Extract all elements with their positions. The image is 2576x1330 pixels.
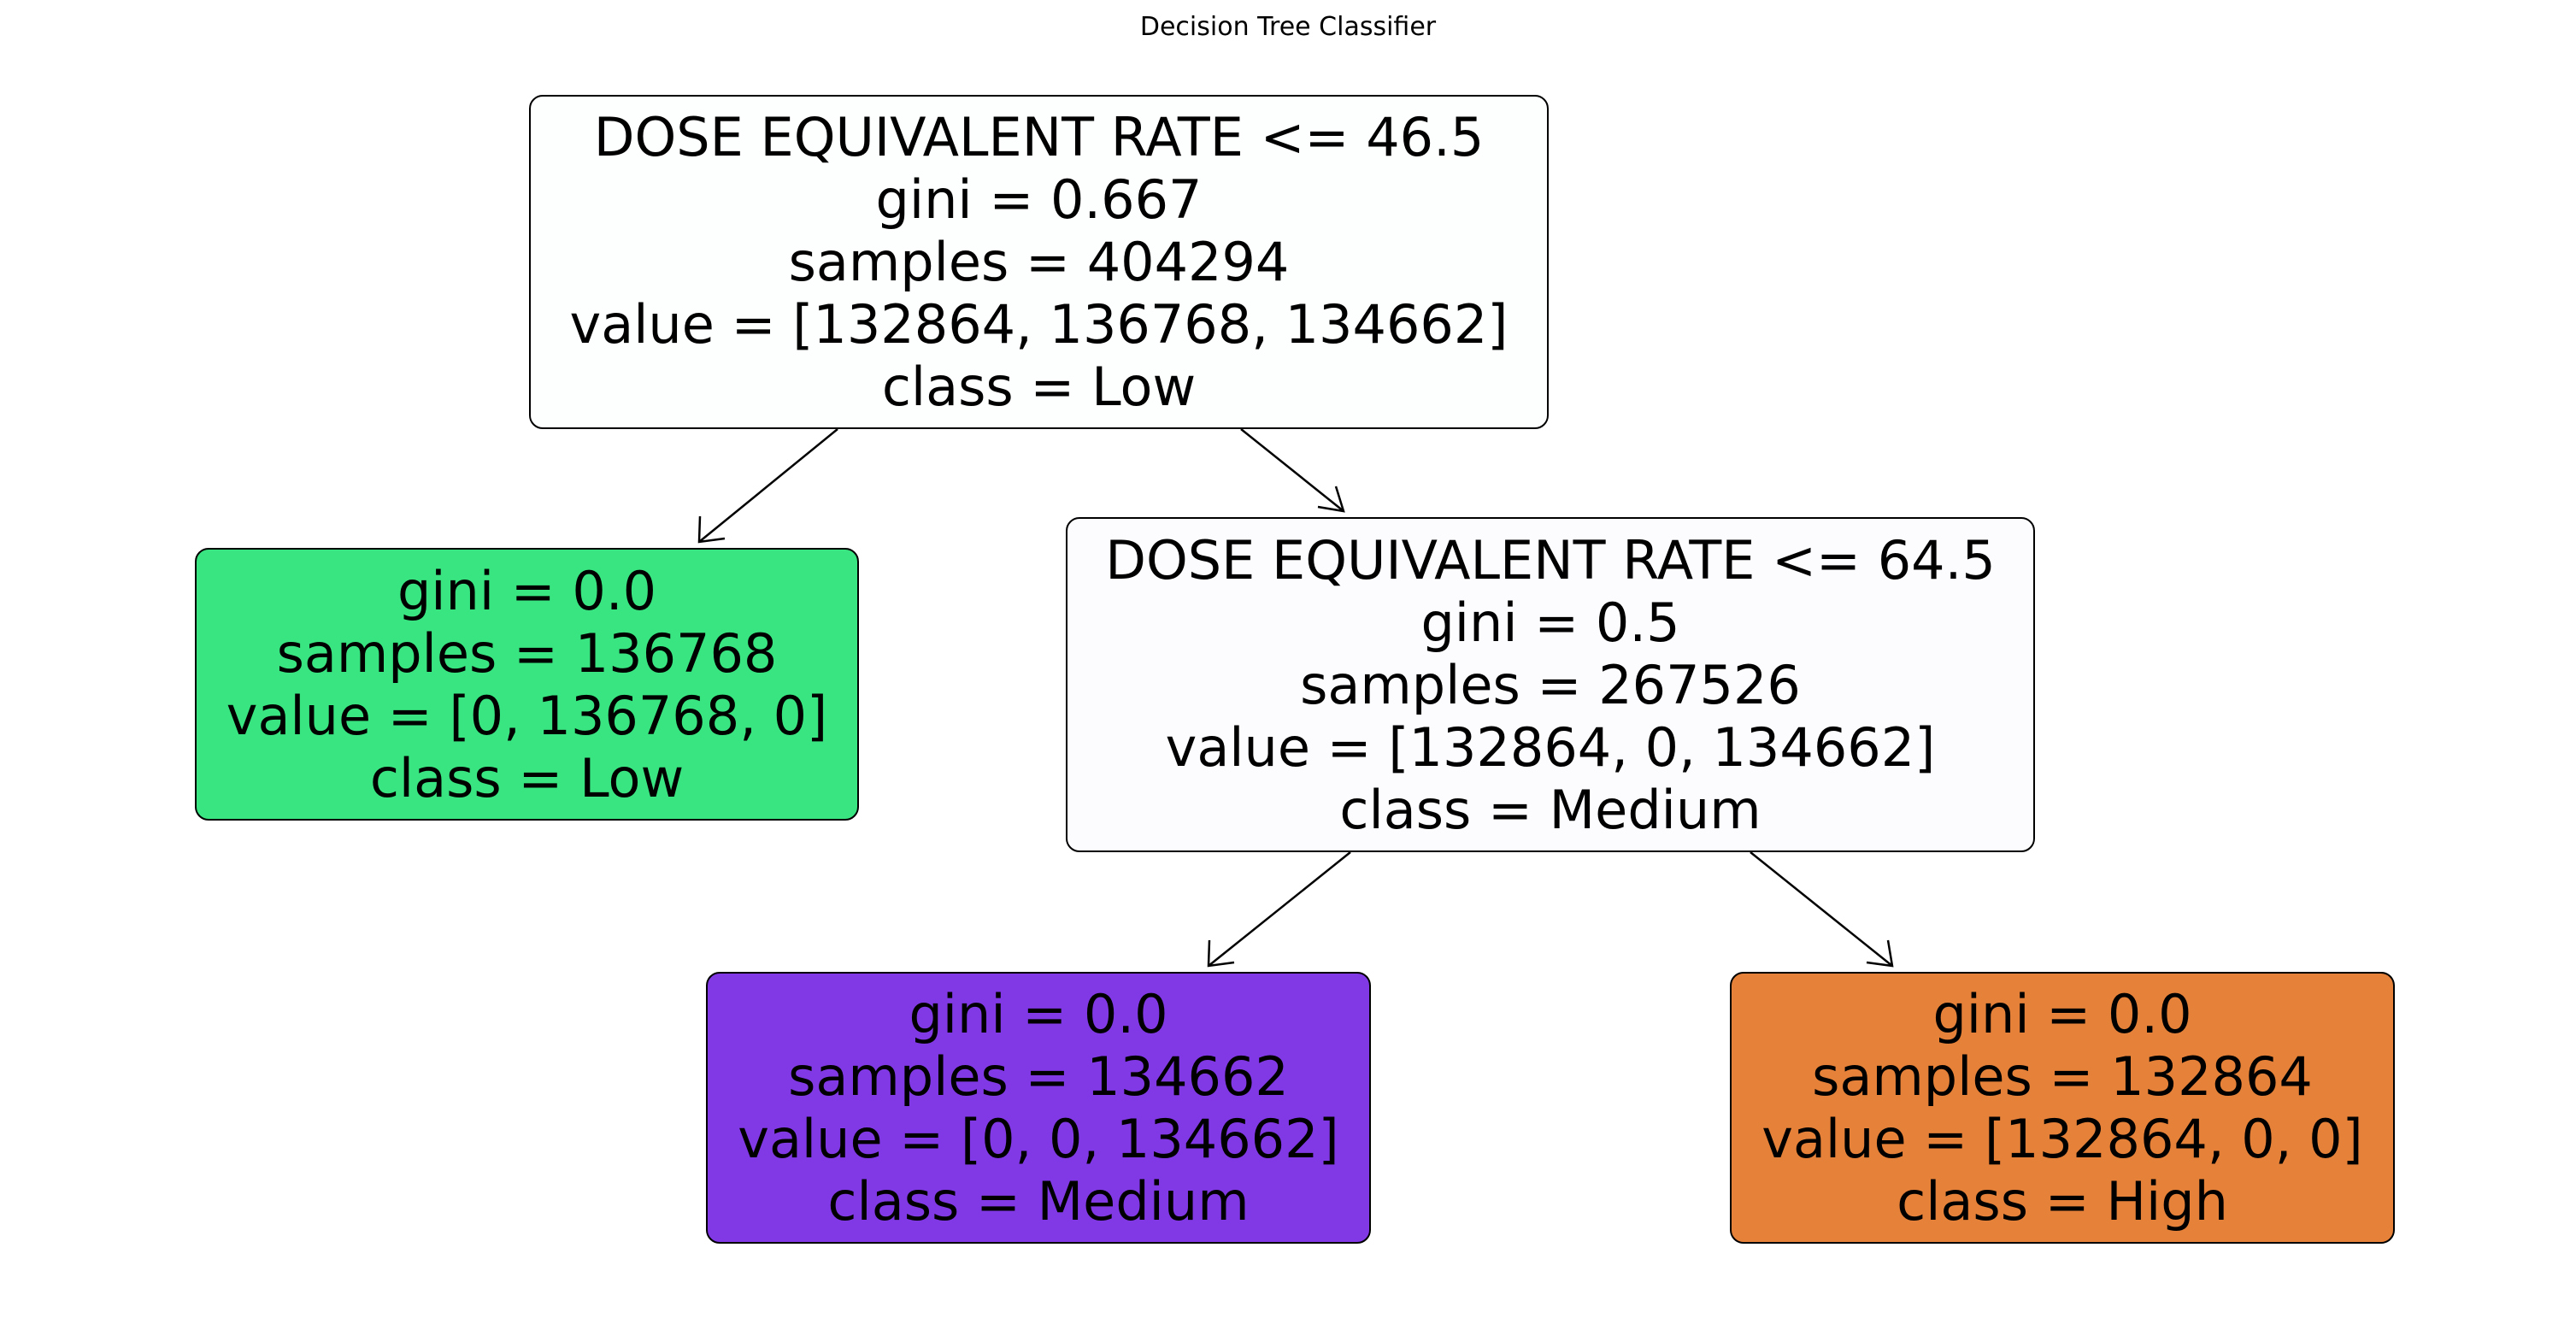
edge-split-to-high-leaf xyxy=(1750,851,1894,968)
node-samples-text: samples = 404294 xyxy=(788,231,1290,293)
leaf-node-medium: gini = 0.0 samples = 134662 value = [0, … xyxy=(706,972,1371,1244)
node-gini-text: gini = 0.0 xyxy=(397,559,657,622)
node-gini-text: gini = 0.667 xyxy=(875,168,1203,231)
edge-root-to-low-leaf xyxy=(697,428,838,544)
node-class-text: class = Medium xyxy=(1339,778,1761,841)
edge-split-to-medium-leaf xyxy=(1207,851,1351,968)
node-class-text: class = Low xyxy=(881,356,1197,418)
node-class-text: class = Medium xyxy=(827,1170,1250,1233)
node-value-text: value = [132864, 136768, 134662] xyxy=(569,293,1509,356)
node-gini-text: gini = 0.0 xyxy=(909,983,1168,1045)
leaf-node-high: gini = 0.0 samples = 132864 value = [132… xyxy=(1730,972,2395,1244)
node-samples-text: samples = 134662 xyxy=(788,1045,1289,1108)
node-value-text: value = [0, 136768, 0] xyxy=(226,684,828,747)
diagram-title: Decision Tree Classifier xyxy=(1139,12,1437,42)
node-split-text: DOSE EQUIVALENT RATE <= 46.5 xyxy=(593,106,1485,168)
node-samples-text: samples = 132864 xyxy=(1812,1045,2313,1108)
node-samples-text: samples = 267526 xyxy=(1300,653,1801,716)
node-class-text: class = Low xyxy=(369,746,685,809)
root-node: DOSE EQUIVALENT RATE <= 46.5 gini = 0.66… xyxy=(529,95,1549,429)
node-gini-text: gini = 0.0 xyxy=(1932,983,2192,1045)
node-gini-text: gini = 0.5 xyxy=(1420,591,1680,654)
node-class-text: class = High xyxy=(1897,1170,2228,1233)
split-node-medium: DOSE EQUIVALENT RATE <= 64.5 gini = 0.5 … xyxy=(1066,517,2035,852)
node-value-text: value = [0, 0, 134662] xyxy=(738,1108,1339,1170)
leaf-node-low: gini = 0.0 samples = 136768 value = [0, … xyxy=(195,548,859,821)
node-value-text: value = [132864, 0, 0] xyxy=(1761,1108,2363,1170)
node-value-text: value = [132864, 0, 134662] xyxy=(1165,715,1936,779)
edge-root-to-split-node xyxy=(1240,428,1345,513)
node-split-text: DOSE EQUIVALENT RATE <= 64.5 xyxy=(1105,528,1996,591)
node-samples-text: samples = 136768 xyxy=(276,621,778,685)
